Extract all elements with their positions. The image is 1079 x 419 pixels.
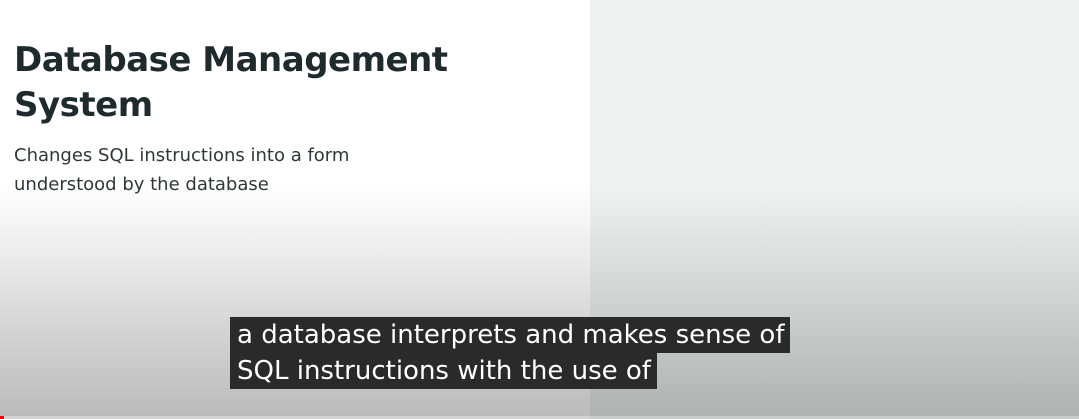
caption-line-2: SQL instructions with the use of (230, 353, 657, 389)
progress-bar[interactable] (0, 416, 1079, 419)
caption-line-1: a database interprets and makes sense of (230, 317, 791, 353)
slide-subtitle: Changes SQL instructions into a form und… (14, 145, 350, 195)
caption-window: a database interprets and makes sense of… (230, 317, 791, 389)
progress-bar-fill (0, 416, 5, 419)
slide-title: Database Management System (14, 40, 448, 125)
